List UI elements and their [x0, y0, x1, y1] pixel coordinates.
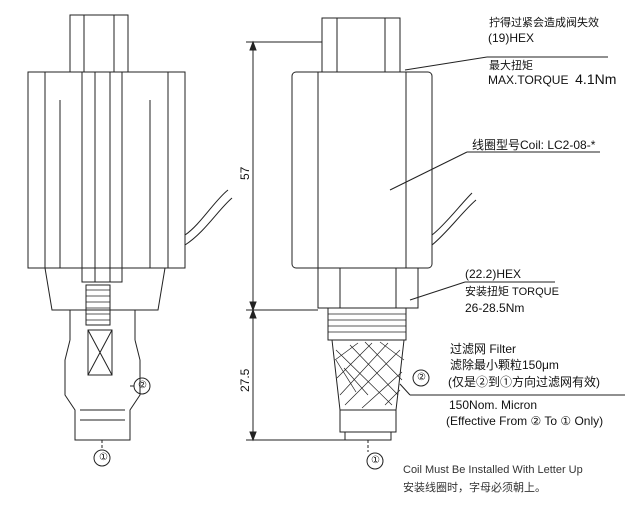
body-hex-size: (22.2)HEX: [465, 267, 522, 281]
max-torque-value: 4.1Nm: [575, 71, 617, 87]
section-view: [27, 14, 233, 467]
install-torque-label: 安装扭矩 TORQUE: [465, 286, 559, 298]
port-2-label-right: ②: [417, 372, 426, 383]
filter-direction-cn: (仅是②到①方向过滤网有效): [448, 375, 600, 389]
top-hex-size: (19)HEX: [488, 31, 535, 45]
port-1-label-right: ①: [371, 455, 380, 466]
filter-direction-en: (Effective From ② To ① Only): [446, 414, 604, 428]
max-torque: MAX.TORQUE 4.1Nm: [488, 72, 616, 87]
install-note-cn: 安装线圈时，字母必须朝上。: [403, 482, 546, 494]
overtighten-warning: 拧得过紧会造成阀失效: [489, 17, 599, 29]
install-torque-value: 26-28.5Nm: [465, 301, 525, 315]
max-torque-label: MAX.TORQUE: [488, 73, 569, 87]
install-note-en: Coil Must Be Installed With Letter Up: [403, 464, 583, 476]
port-2-label-left: ②: [138, 380, 147, 391]
dimension-27-5: 27.5: [238, 368, 252, 392]
filter-title: 过滤网 Filter: [450, 342, 517, 356]
port-1-label-left: ①: [99, 452, 108, 463]
max-torque-cn: 最大扭矩: [489, 60, 533, 72]
filter-particle-size: 滤除最小颗粒150μm: [450, 358, 559, 372]
coil-model: 线圈型号Coil: LC2-08-*: [472, 138, 596, 152]
exterior-view: [246, 17, 625, 470]
dimension-57: 57: [238, 166, 252, 180]
filter-micron: 150Nom. Micron: [449, 398, 538, 412]
